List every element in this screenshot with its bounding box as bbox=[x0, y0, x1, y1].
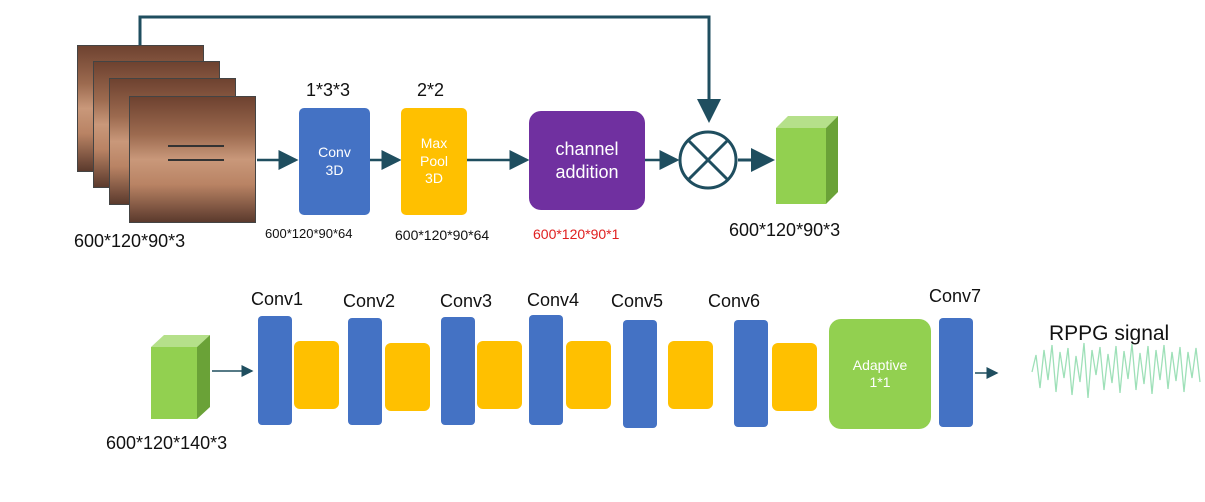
conv4-block bbox=[529, 315, 563, 425]
pool3-block bbox=[477, 341, 522, 409]
conv4-label: Conv4 bbox=[527, 290, 580, 310]
conv6-label: Conv6 bbox=[708, 291, 761, 311]
pool4-block bbox=[566, 341, 611, 409]
adaptive-pool-block: Adaptive 1*1 bbox=[829, 319, 931, 429]
conv-kernel-label: 1*3*3 bbox=[306, 80, 351, 100]
conv1-block bbox=[258, 316, 292, 425]
conv3d-label: Conv 3D bbox=[318, 144, 351, 178]
input-dim-bottom: 600*120*140*3 bbox=[106, 433, 228, 453]
input-dim-top: 600*120*90*3 bbox=[74, 231, 186, 251]
pool-kernel-label: 2*2 bbox=[417, 80, 445, 100]
pool6-block bbox=[772, 343, 817, 411]
maxpool3d-block: Max Pool 3D bbox=[401, 108, 467, 215]
skip-connection-line bbox=[138, 15, 721, 123]
channel-dim: 600*120*90*1 bbox=[533, 226, 620, 242]
pool2-block bbox=[385, 343, 430, 411]
rppg-signal-label: RPPG signal bbox=[1049, 322, 1170, 345]
rppg-waveform bbox=[1031, 342, 1201, 399]
conv7-label: Conv7 bbox=[929, 286, 982, 306]
conv1-label: Conv1 bbox=[251, 289, 304, 309]
conv3-label: Conv3 bbox=[440, 291, 493, 311]
pool5-block bbox=[668, 341, 713, 409]
multiply-node bbox=[678, 130, 738, 190]
channel-addition-block: channel addition bbox=[529, 111, 645, 210]
conv3d-block: Conv 3D bbox=[299, 108, 370, 215]
pool1-block bbox=[294, 341, 339, 409]
conv7-block bbox=[939, 318, 973, 427]
output-volume-top bbox=[776, 116, 838, 204]
conv-dim: 600*120*90*64 bbox=[265, 226, 353, 241]
face-frame-4 bbox=[129, 96, 256, 223]
conv3-block bbox=[441, 317, 475, 425]
output-dim-top: 600*120*90*3 bbox=[729, 220, 841, 240]
conv2-label: Conv2 bbox=[343, 291, 396, 311]
input-volume-bottom bbox=[151, 335, 210, 419]
conv5-label: Conv5 bbox=[611, 291, 664, 311]
channel-addition-label: channel addition bbox=[555, 139, 619, 182]
adaptive-pool-label: Adaptive 1*1 bbox=[852, 356, 908, 391]
conv6-block bbox=[734, 320, 768, 427]
pool-dim: 600*120*90*64 bbox=[395, 227, 490, 243]
conv2-block bbox=[348, 318, 382, 425]
maxpool3d-label: Max Pool 3D bbox=[419, 135, 449, 187]
conv5-block bbox=[623, 320, 657, 428]
